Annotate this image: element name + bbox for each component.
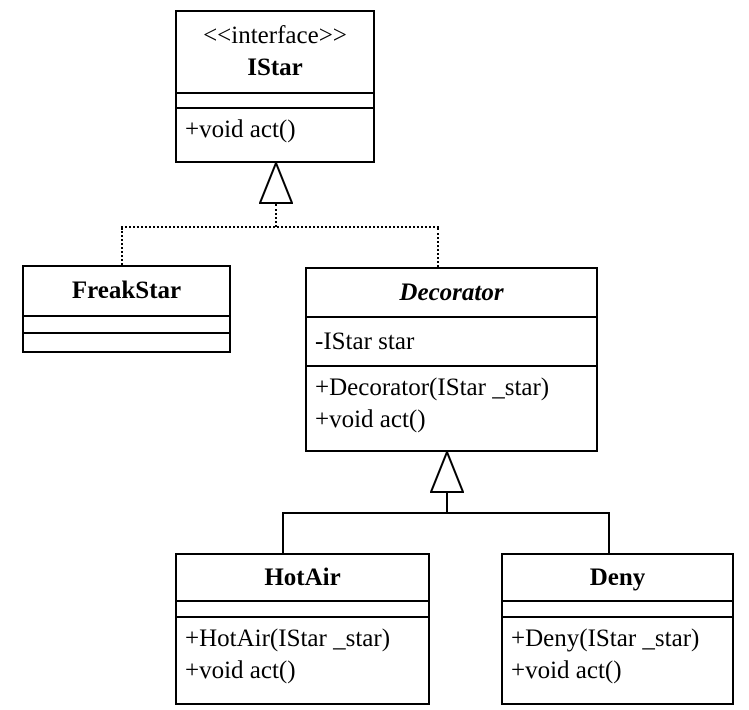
istar-attributes-compartment bbox=[177, 94, 373, 109]
hotair-method-act: +void act() bbox=[185, 657, 296, 684]
decorator-method-constructor: +Decorator(IStar _star) bbox=[315, 374, 550, 401]
class-box-istar: <<interface>> IStar +void act() bbox=[175, 10, 375, 163]
generalization-arrowhead-decorator bbox=[430, 451, 464, 493]
class-box-decorator: Decorator -IStar star +Decorator(IStar _… bbox=[305, 267, 598, 452]
class-box-deny: Deny +Deny(IStar _star) +void act() bbox=[501, 553, 734, 705]
realization-arrowhead-istar bbox=[259, 162, 293, 204]
istar-method-act: +void act() bbox=[185, 116, 296, 143]
deny-class-name: Deny bbox=[589, 563, 646, 591]
hotair-methods-compartment: +HotAir(IStar _star) +void act() bbox=[177, 618, 428, 703]
generalization-edge-to-deny bbox=[608, 514, 610, 553]
decorator-methods-compartment: +Decorator(IStar _star) +void act() bbox=[307, 367, 596, 450]
decorator-class-name: Decorator bbox=[399, 278, 504, 306]
istar-methods-compartment: +void act() bbox=[177, 109, 373, 161]
generalization-edge-to-hotair bbox=[282, 514, 284, 553]
generalization-edge-stem bbox=[446, 492, 448, 514]
hotair-attributes-compartment bbox=[177, 602, 428, 618]
istar-stereotype: <<interface>> bbox=[203, 22, 347, 49]
deny-attributes-compartment bbox=[503, 602, 732, 618]
decorator-attribute-star: -IStar star bbox=[315, 328, 415, 355]
generalization-edge-horizontal bbox=[282, 512, 610, 514]
deny-title-compartment: Deny bbox=[503, 555, 732, 602]
realization-edge-stem bbox=[275, 204, 277, 227]
class-box-hotair: HotAir +HotAir(IStar _star) +void act() bbox=[175, 553, 430, 705]
deny-methods-compartment: +Deny(IStar _star) +void act() bbox=[503, 618, 732, 703]
freakstar-title-compartment: FreakStar bbox=[24, 267, 229, 317]
freakstar-class-name: FreakStar bbox=[71, 277, 182, 304]
realization-edge-to-decorator bbox=[437, 228, 439, 267]
realization-edge-horizontal bbox=[121, 226, 439, 228]
deny-method-constructor: +Deny(IStar _star) bbox=[511, 625, 700, 652]
freakstar-methods-compartment bbox=[24, 334, 229, 351]
decorator-title-compartment: Decorator bbox=[307, 269, 596, 318]
deny-method-act: +void act() bbox=[511, 657, 622, 684]
hotair-title-compartment: HotAir bbox=[177, 555, 428, 602]
decorator-method-act: +void act() bbox=[315, 406, 426, 433]
class-box-freakstar: FreakStar bbox=[22, 265, 231, 353]
freakstar-attributes-compartment bbox=[24, 317, 229, 334]
hotair-method-constructor: +HotAir(IStar _star) bbox=[185, 625, 391, 652]
realization-edge-to-freakstar bbox=[121, 228, 123, 265]
istar-title-compartment: <<interface>> IStar bbox=[177, 12, 373, 94]
decorator-attributes-compartment: -IStar star bbox=[307, 318, 596, 367]
hotair-class-name: HotAir bbox=[264, 563, 341, 591]
istar-class-name: IStar bbox=[247, 54, 303, 81]
